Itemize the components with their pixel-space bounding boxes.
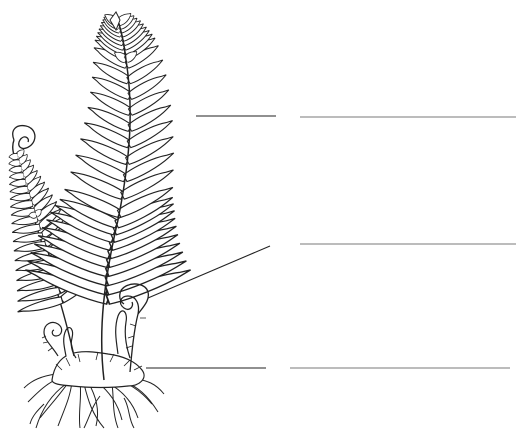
- answer-lines: [290, 117, 516, 368]
- fiddlehead-small: [42, 322, 62, 356]
- main-frond: [23, 10, 192, 380]
